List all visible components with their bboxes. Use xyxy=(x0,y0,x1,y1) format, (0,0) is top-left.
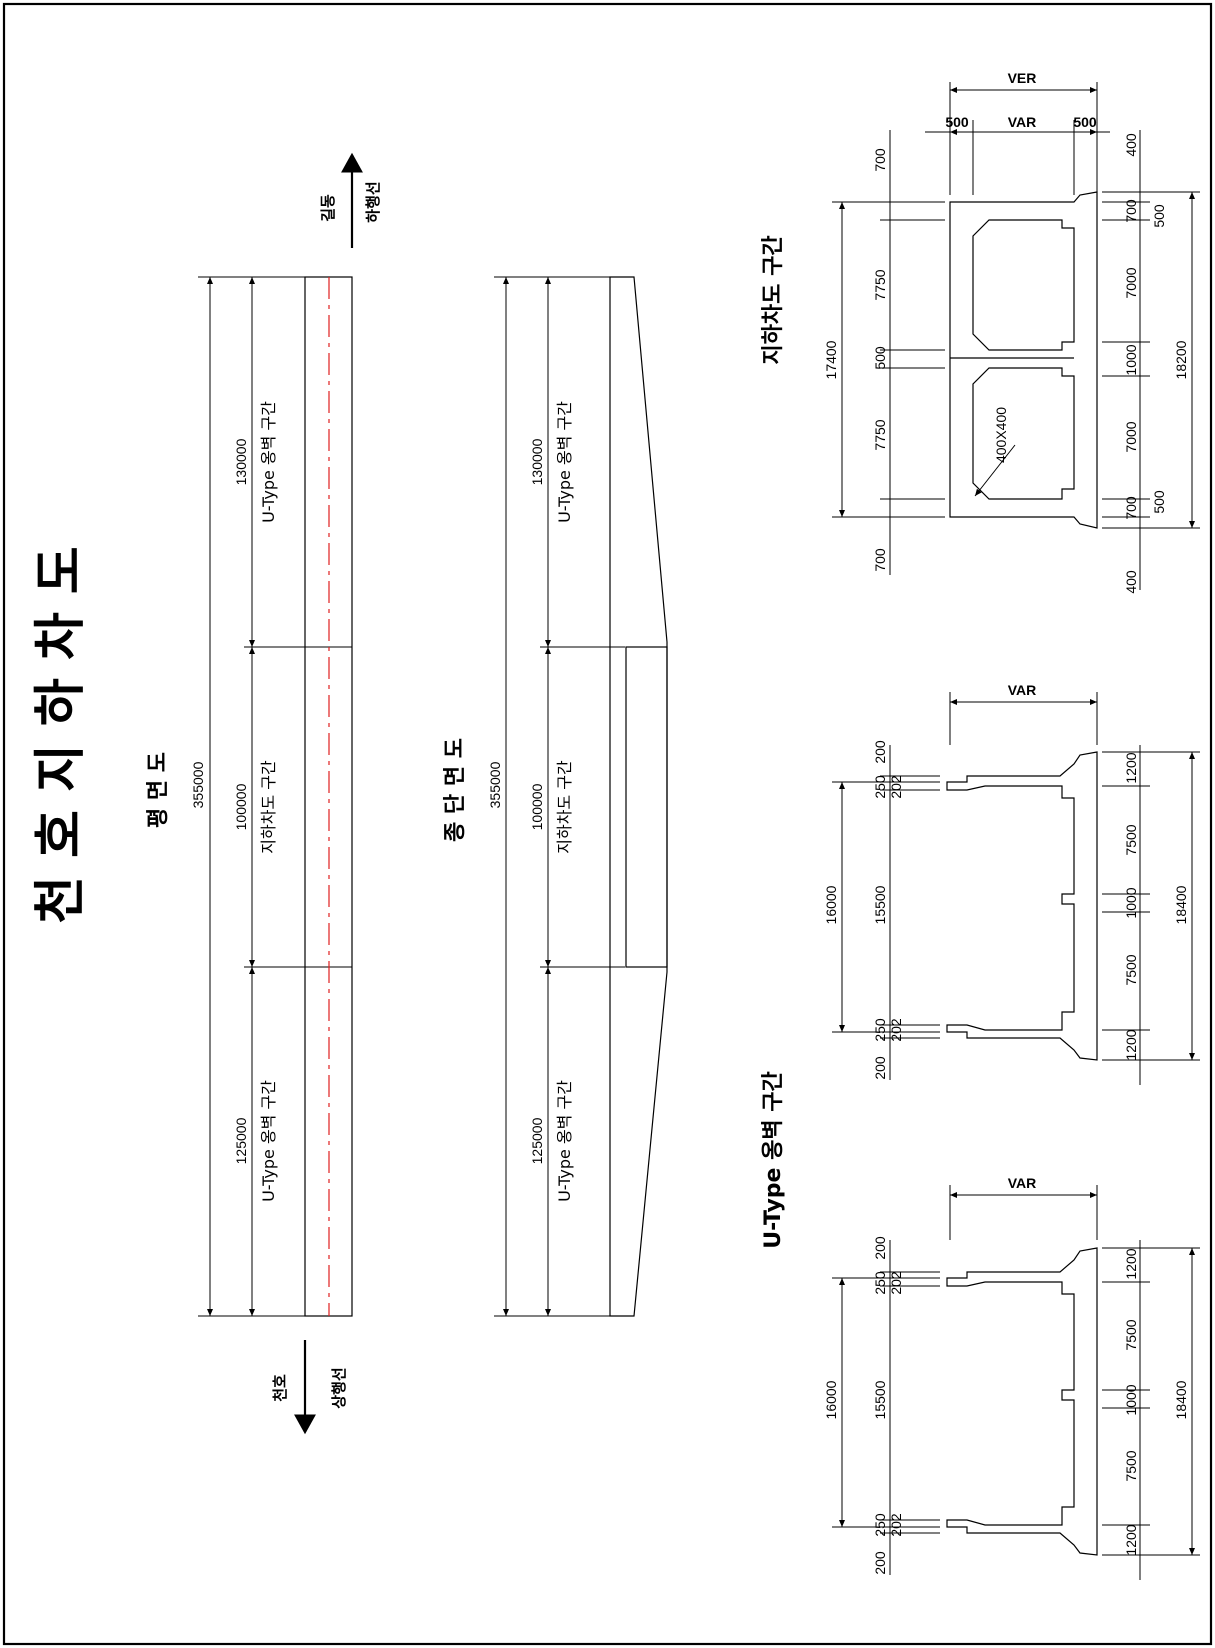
u2-r1200-bottom: 1200 xyxy=(1123,1524,1139,1555)
direction-up: 길동 하행선 xyxy=(319,152,382,248)
tunnel-d7750-bottom: 7750 xyxy=(872,419,888,450)
u2-outline xyxy=(946,1247,1098,1556)
u2-d202-bottom: 202 xyxy=(888,1513,904,1537)
u1-d200-bottom: 200 xyxy=(872,1056,888,1080)
u1-r1200-bottom: 1200 xyxy=(1123,1029,1139,1060)
profile-box xyxy=(625,646,668,968)
tunnel-r400-bottom: 400 xyxy=(1123,570,1139,594)
plan-heading: 평 면 도 xyxy=(146,752,171,828)
profile-seg2-name: 지하차도 구간 xyxy=(555,760,574,854)
plan-view: 평 면 도 355000 130000 U-Type 옹벽 구간 100000 … xyxy=(146,276,353,1317)
tunnel-section: 지하차도 구간 VER 500 VAR 500 400X400 17400 70… xyxy=(761,70,1200,594)
u1-d202-bottom: 202 xyxy=(888,1018,904,1042)
tunnel-cell-2 xyxy=(972,367,1075,500)
u1-d250-top: 250 xyxy=(872,775,888,799)
tunnel-fillet-label: 400X400 xyxy=(993,407,1009,463)
u2-d250-top: 250 xyxy=(872,1271,888,1295)
u2-r1200-top: 1200 xyxy=(1123,1248,1139,1279)
profile-seg3-length: 125000 xyxy=(529,1117,545,1164)
tunnel-cell-1 xyxy=(972,219,1075,351)
u1-d202-top: 202 xyxy=(888,775,904,799)
profile-seg1-length: 130000 xyxy=(529,438,545,485)
u-section-heading: U-Type 옹벽 구간 xyxy=(761,1071,786,1248)
tunnel-var-label: VAR xyxy=(1008,114,1037,130)
direction-up-place: 길동 xyxy=(319,194,337,222)
tunnel-total-left: 17400 xyxy=(823,340,839,379)
tunnel-r7000-bottom: 7000 xyxy=(1123,421,1139,452)
tunnel-r700-top: 700 xyxy=(1123,199,1139,223)
profile-view: 종 단 면 도 355000 130000 U-Type 옹벽 구간 10000… xyxy=(443,276,668,1317)
plan-total-length: 355000 xyxy=(190,761,206,808)
profile-heading: 종 단 면 도 xyxy=(443,738,468,842)
u2-r1000: 1000 xyxy=(1123,1384,1139,1415)
u2-d200-top: 200 xyxy=(872,1236,888,1260)
profile-seg1-name: U-Type 옹벽 구간 xyxy=(555,401,574,523)
direction-down-place: 천호 xyxy=(271,1374,289,1402)
direction-down: 천호 상행선 xyxy=(271,1340,348,1435)
u-section-2: VAR 16000 15500 200 250 202 250 202 200 … xyxy=(823,1175,1200,1580)
u1-total-right: 18400 xyxy=(1173,885,1189,924)
u2-d250-bottom: 250 xyxy=(872,1513,888,1537)
direction-down-line: 상행선 xyxy=(330,1367,348,1408)
u1-d250-bottom: 250 xyxy=(872,1018,888,1042)
tunnel-r500-top: 500 xyxy=(1151,204,1167,228)
plan-seg3-length: 125000 xyxy=(233,1117,249,1164)
tunnel-d700-bottom: 700 xyxy=(872,548,888,572)
plan-seg3-name: U-Type 옹벽 구간 xyxy=(259,1080,278,1202)
plan-seg2-length: 100000 xyxy=(233,783,249,830)
u2-inner: 15500 xyxy=(872,1380,888,1419)
u-section-1: VAR 16000 15500 200 250 202 250 202 200 … xyxy=(823,682,1200,1085)
u2-total-right: 18400 xyxy=(1173,1380,1189,1419)
tunnel-total-right: 18200 xyxy=(1173,340,1189,379)
tunnel-r700-bottom: 700 xyxy=(1123,496,1139,520)
tunnel-r1000: 1000 xyxy=(1123,344,1139,375)
tunnel-w500-right: 500 xyxy=(1073,114,1097,130)
u2-r7500-top: 7500 xyxy=(1123,1319,1139,1350)
tunnel-section-heading: 지하차도 구간 xyxy=(761,235,786,364)
tunnel-ver-label: VER xyxy=(1008,70,1037,86)
u1-var-label: VAR xyxy=(1008,682,1037,698)
tunnel-w500-left: 500 xyxy=(945,114,969,130)
u1-r1000: 1000 xyxy=(1123,887,1139,918)
u2-d200-bottom: 200 xyxy=(872,1551,888,1575)
u2-outer: 16000 xyxy=(823,1380,839,1419)
tunnel-r7000-top: 7000 xyxy=(1123,267,1139,298)
plan-seg1-length: 130000 xyxy=(233,438,249,485)
profile-outline xyxy=(609,276,668,1317)
direction-up-line: 하행선 xyxy=(364,181,382,222)
profile-total-length: 355000 xyxy=(487,761,503,808)
u2-r7500-bottom: 7500 xyxy=(1123,1450,1139,1481)
plan-seg1-name: U-Type 옹벽 구간 xyxy=(259,401,278,523)
u1-d200-top: 200 xyxy=(872,740,888,764)
u1-outline xyxy=(946,751,1098,1061)
plan-seg2-name: 지하차도 구간 xyxy=(259,760,278,854)
u1-r7500-bottom: 7500 xyxy=(1123,954,1139,985)
tunnel-d7750-top: 7750 xyxy=(872,269,888,300)
tunnel-r500-bottom: 500 xyxy=(1151,490,1167,514)
u1-inner: 15500 xyxy=(872,885,888,924)
u2-var-label: VAR xyxy=(1008,1175,1037,1191)
u1-r7500-top: 7500 xyxy=(1123,824,1139,855)
u2-d202-top: 202 xyxy=(888,1271,904,1295)
profile-seg3-name: U-Type 옹벽 구간 xyxy=(555,1080,574,1202)
u1-outer: 16000 xyxy=(823,885,839,924)
tunnel-d700-top: 700 xyxy=(872,148,888,172)
tunnel-r400-top: 400 xyxy=(1123,133,1139,157)
tunnel-outer-outline xyxy=(949,191,1098,529)
page-title: 천 호 지 하 차 도 xyxy=(31,546,91,924)
u1-r1200-top: 1200 xyxy=(1123,752,1139,783)
tunnel-d500: 500 xyxy=(872,346,888,370)
profile-seg2-length: 100000 xyxy=(529,783,545,830)
